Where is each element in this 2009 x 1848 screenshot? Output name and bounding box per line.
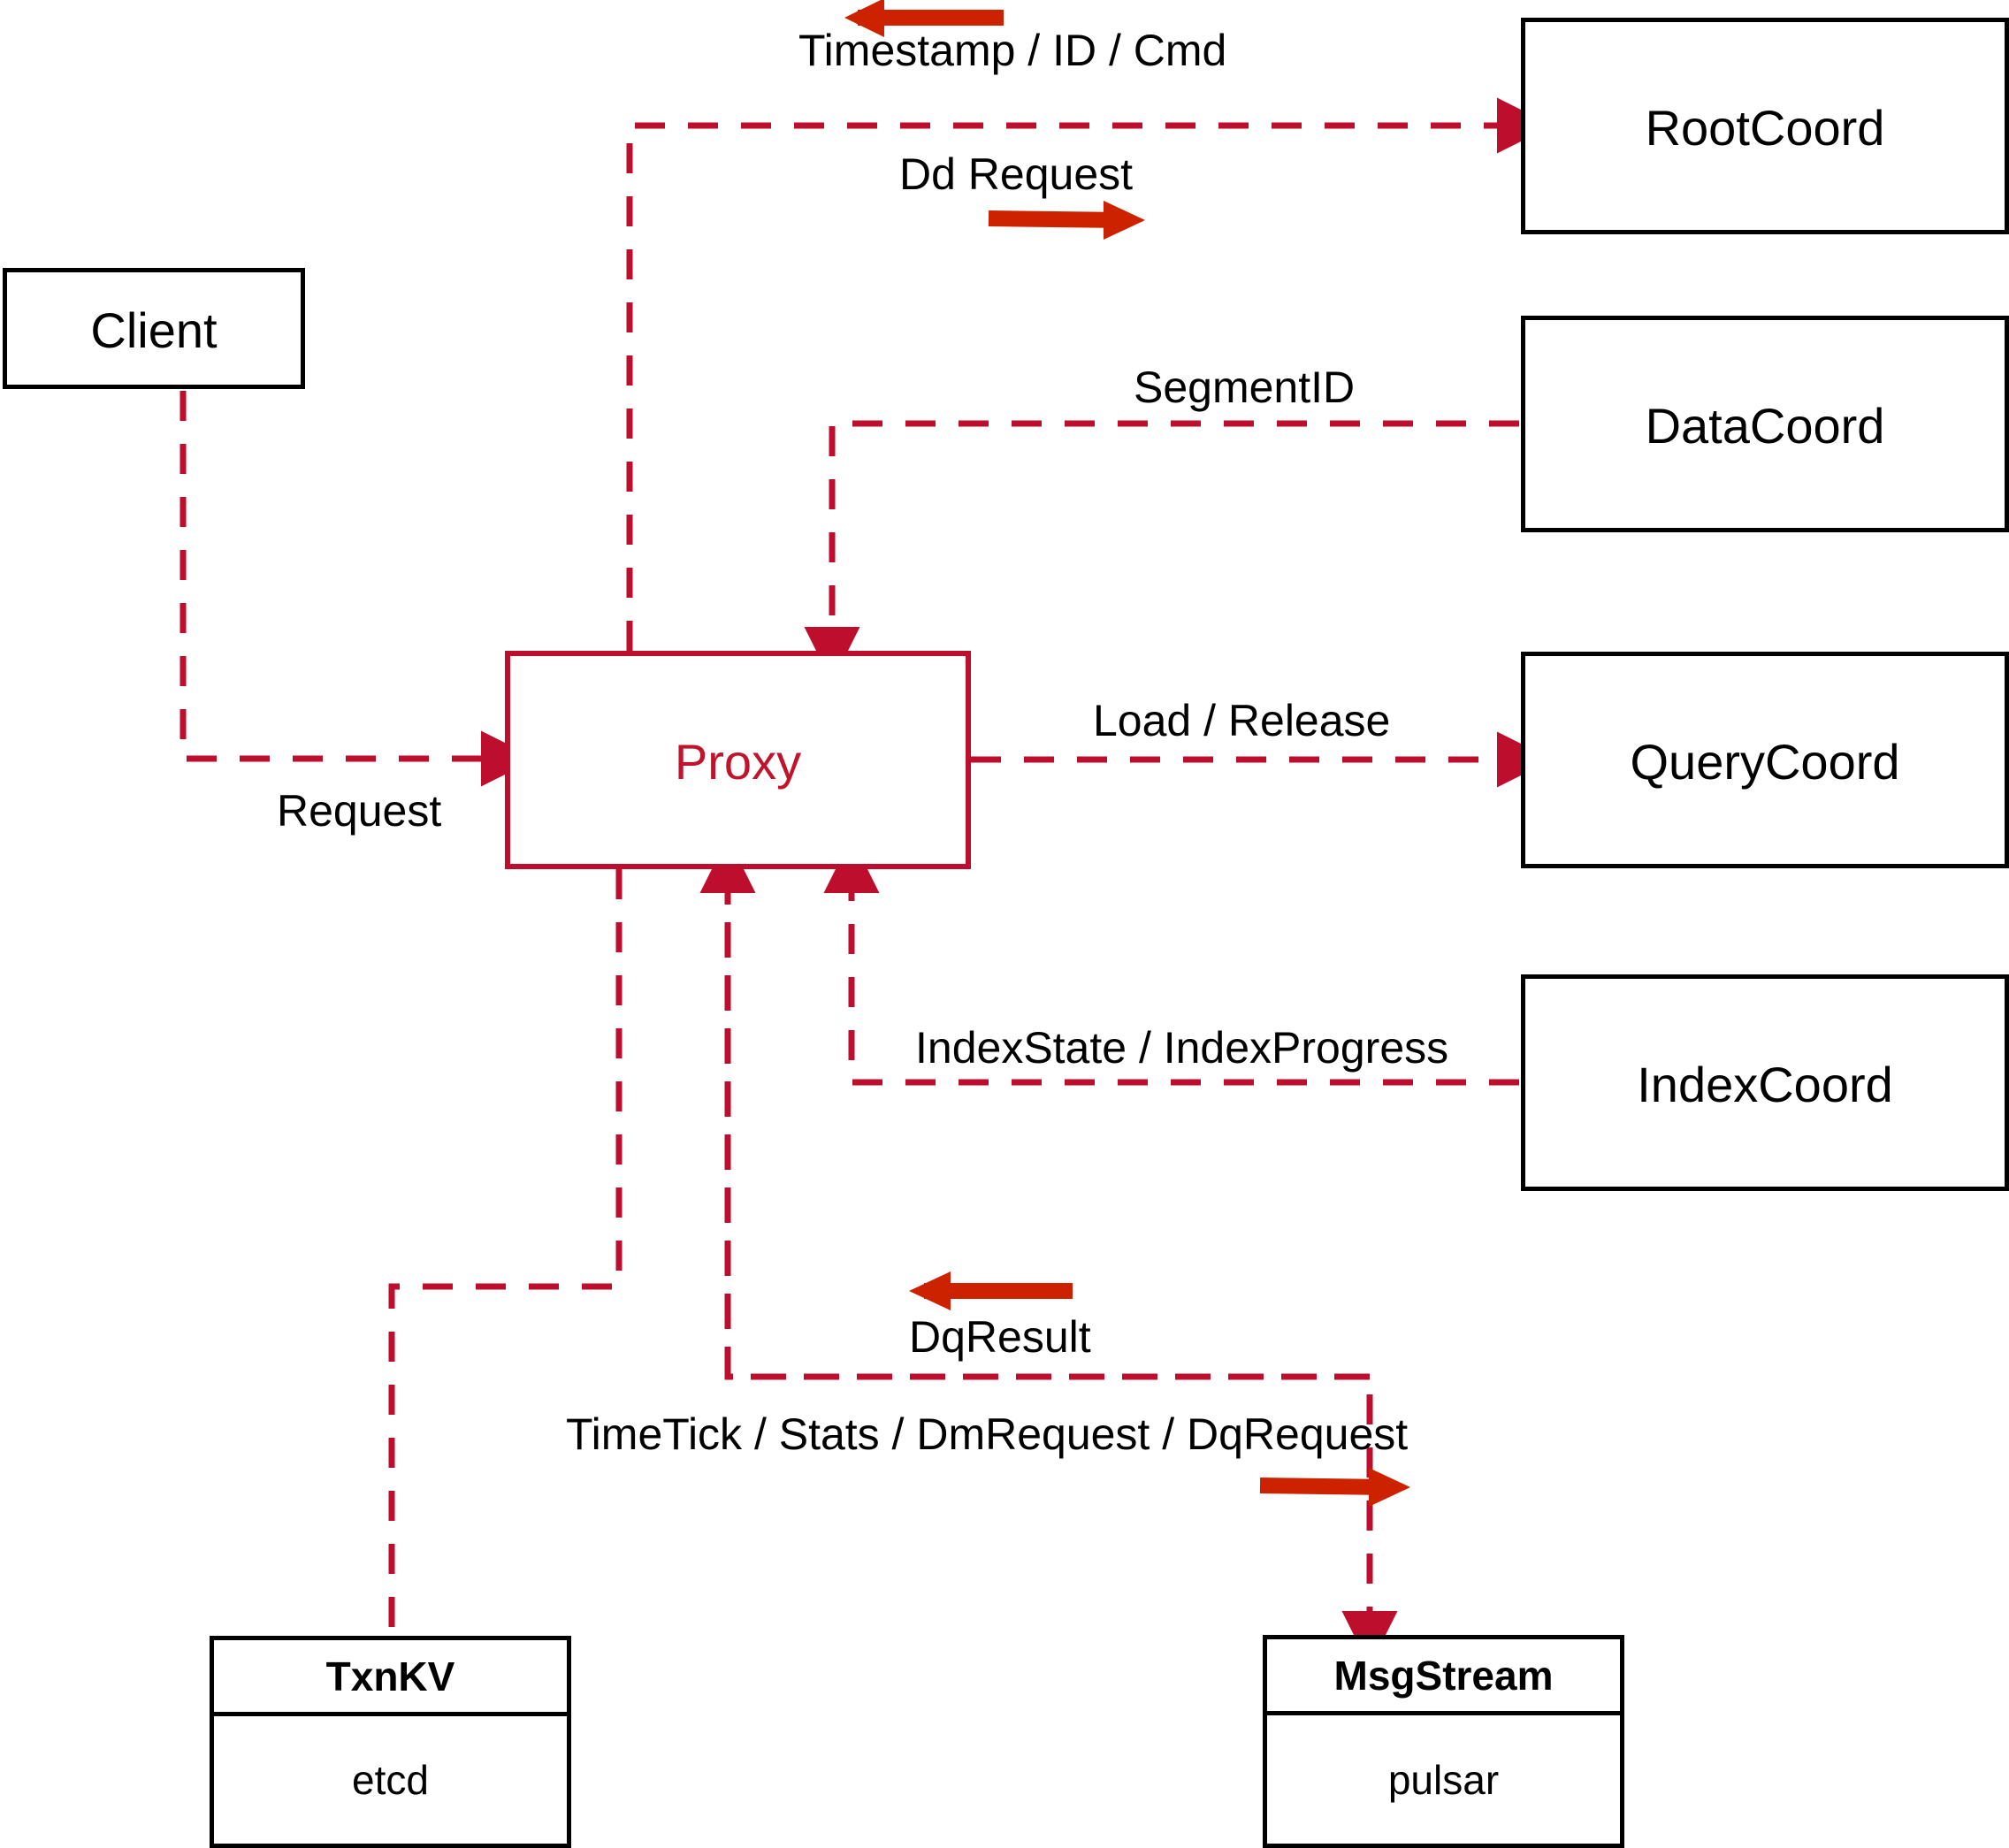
edge-label-dd-request: Dd Request — [899, 149, 1134, 199]
edge-label-index-state-progress: IndexState / IndexProgress — [915, 1023, 1449, 1073]
node-txnkv[interactable]: TxnKV etcd — [210, 1636, 571, 1848]
node-rootcoord-label: RootCoord — [1645, 100, 1885, 156]
wire-proxy-to-msgstream — [724, 869, 1398, 1667]
direction-arrow-dq-request — [1259, 1468, 1410, 1507]
node-querycoord-label: QueryCoord — [1630, 734, 1900, 790]
node-client[interactable]: Client — [3, 268, 305, 389]
wire-proxy-to-txnkv — [388, 869, 623, 1636]
edge-label-request: Request — [277, 786, 442, 836]
edge-label-timetick-stats: TimeTick / Stats / DmRequest / DqRequest — [566, 1409, 1409, 1459]
direction-arrow-dq-result — [909, 1271, 1073, 1310]
edge-label-dq-result: DqResult — [909, 1312, 1091, 1362]
wire-client-to-proxy — [180, 391, 537, 787]
node-datacoord[interactable]: DataCoord — [1521, 316, 2009, 532]
node-rootcoord[interactable]: RootCoord — [1521, 18, 2009, 234]
node-msgstream[interactable]: MsgStream pulsar — [1263, 1635, 1624, 1848]
node-querycoord[interactable]: QueryCoord — [1521, 652, 2009, 868]
edge-label-segment-id: SegmentID — [1134, 363, 1356, 412]
node-indexcoord[interactable]: IndexCoord — [1521, 974, 2009, 1191]
node-datacoord-label: DataCoord — [1645, 398, 1885, 454]
node-indexcoord-label: IndexCoord — [1637, 1057, 1893, 1112]
node-msgstream-impl: pulsar — [1387, 1756, 1500, 1803]
node-txnkv-impl: etcd — [352, 1757, 429, 1803]
node-client-label: Client — [90, 302, 218, 358]
node-proxy-label: Proxy — [674, 734, 802, 790]
node-proxy[interactable]: Proxy — [505, 651, 971, 869]
node-txnkv-title: TxnKV — [214, 1640, 567, 1716]
wire-proxy-to-rootcoord — [626, 97, 1553, 651]
node-msgstream-title: MsgStream — [1267, 1639, 1620, 1715]
wire-msgstream-to-proxy — [699, 837, 1370, 1380]
edge-label-timestamp-id-cmd: Timestamp / ID / Cmd — [798, 26, 1227, 75]
edge-label-load-release: Load / Release — [1093, 696, 1391, 745]
direction-arrow-dd-request — [988, 201, 1145, 240]
wire-datacoord-to-proxy — [804, 420, 1519, 683]
